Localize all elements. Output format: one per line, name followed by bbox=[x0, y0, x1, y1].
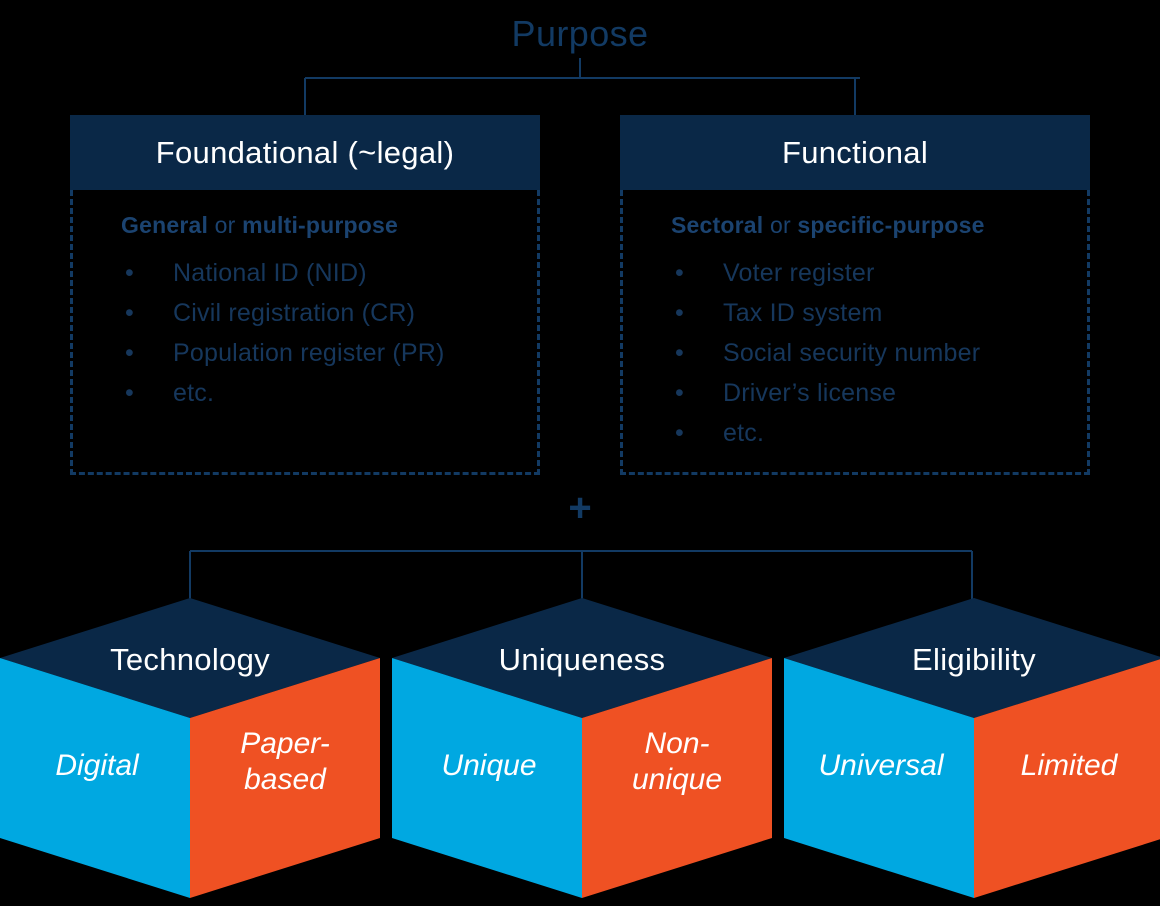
bullet-icon: • bbox=[675, 379, 684, 407]
list-item: • Social security number bbox=[623, 333, 1087, 373]
cube-cap-label: Technology bbox=[110, 642, 270, 677]
box-subtitle-functional: Sectoral or specific-purpose bbox=[623, 212, 1087, 239]
bullet-icon: • bbox=[675, 339, 684, 367]
page-title: Purpose bbox=[511, 13, 649, 54]
bullet-icon: • bbox=[125, 379, 134, 407]
list-item: • Tax ID system bbox=[623, 293, 1087, 333]
box-subtitle-foundational: General or multi-purpose bbox=[73, 212, 537, 239]
list-item-label: Population register (PR) bbox=[173, 339, 445, 367]
list-item-label: etc. bbox=[723, 419, 765, 447]
list-item: • National ID (NID) bbox=[73, 253, 537, 293]
cube-right-label: Paper-based bbox=[240, 727, 330, 796]
subtitle-part-first: General bbox=[121, 212, 209, 238]
cube-cap-label: Uniqueness bbox=[498, 642, 666, 677]
subtitle-part-middle: or bbox=[763, 212, 798, 238]
cube-left-label: Unique bbox=[441, 749, 537, 782]
cube-left-face bbox=[784, 658, 974, 898]
list-item-label: etc. bbox=[173, 379, 215, 407]
cube-left-face bbox=[392, 658, 582, 898]
cube-uniqueness-shape bbox=[392, 598, 772, 898]
subtitle-part-middle: or bbox=[208, 212, 243, 238]
list-item: • etc. bbox=[623, 413, 1087, 453]
bullet-icon: • bbox=[675, 419, 684, 447]
cube-right-face bbox=[582, 658, 772, 898]
cube-right-face bbox=[190, 658, 380, 898]
box-list-foundational: • National ID (NID) • Civil registration… bbox=[73, 253, 537, 413]
bullet-icon: • bbox=[675, 259, 684, 287]
plus-icon: + bbox=[568, 486, 592, 530]
list-item: • etc. bbox=[73, 373, 537, 413]
list-item: • Voter register bbox=[623, 253, 1087, 293]
list-item-label: Driver’s license bbox=[723, 379, 897, 407]
cube-right-label: Non-unique bbox=[631, 727, 723, 796]
purpose-box-functional: Functional Sectoral or specific-purpose … bbox=[620, 115, 1090, 475]
box-header-foundational: Foundational (~legal) bbox=[70, 115, 540, 190]
list-item: • Civil registration (CR) bbox=[73, 293, 537, 333]
bullet-icon: • bbox=[125, 259, 134, 287]
bullet-icon: • bbox=[125, 339, 134, 367]
box-body-foundational: General or multi-purpose • National ID (… bbox=[70, 190, 540, 475]
box-header-functional: Functional bbox=[620, 115, 1090, 190]
cube-technology-shape bbox=[0, 598, 380, 898]
cube-technology: Technology Digital Paper-based bbox=[0, 598, 380, 898]
cube-left-label: Universal bbox=[818, 749, 944, 782]
purpose-box-foundational: Foundational (~legal) General or multi-p… bbox=[70, 115, 540, 475]
cube-uniqueness: Uniqueness Unique Non-unique bbox=[392, 598, 772, 898]
cube-right-face bbox=[974, 659, 1160, 898]
list-item: • Driver’s license bbox=[623, 373, 1087, 413]
cube-left-label: Digital bbox=[55, 749, 139, 782]
bullet-icon: • bbox=[125, 299, 134, 327]
box-list-functional: • Voter register • Tax ID system • Socia… bbox=[623, 253, 1087, 453]
subtitle-part-first: Sectoral bbox=[671, 212, 764, 238]
list-item-label: Voter register bbox=[723, 259, 875, 287]
cube-eligibility-shape bbox=[784, 598, 1160, 898]
list-item-label: National ID (NID) bbox=[173, 259, 367, 287]
cube-eligibility: Eligibility Universal Limited bbox=[784, 598, 1160, 898]
list-item: • Population register (PR) bbox=[73, 333, 537, 373]
list-item-label: Tax ID system bbox=[723, 299, 883, 327]
cube-cap-label: Eligibility bbox=[912, 642, 1036, 677]
subtitle-part-last: multi-purpose bbox=[242, 212, 399, 238]
list-item-label: Civil registration (CR) bbox=[173, 299, 416, 327]
cube-left-face bbox=[0, 658, 190, 898]
bullet-icon: • bbox=[675, 299, 684, 327]
list-item-label: Social security number bbox=[723, 339, 981, 367]
box-body-functional: Sectoral or specific-purpose • Voter reg… bbox=[620, 190, 1090, 475]
cube-right-label: Limited bbox=[1020, 749, 1118, 782]
cube-top-face bbox=[784, 598, 1160, 718]
subtitle-part-last: specific-purpose bbox=[797, 212, 985, 238]
